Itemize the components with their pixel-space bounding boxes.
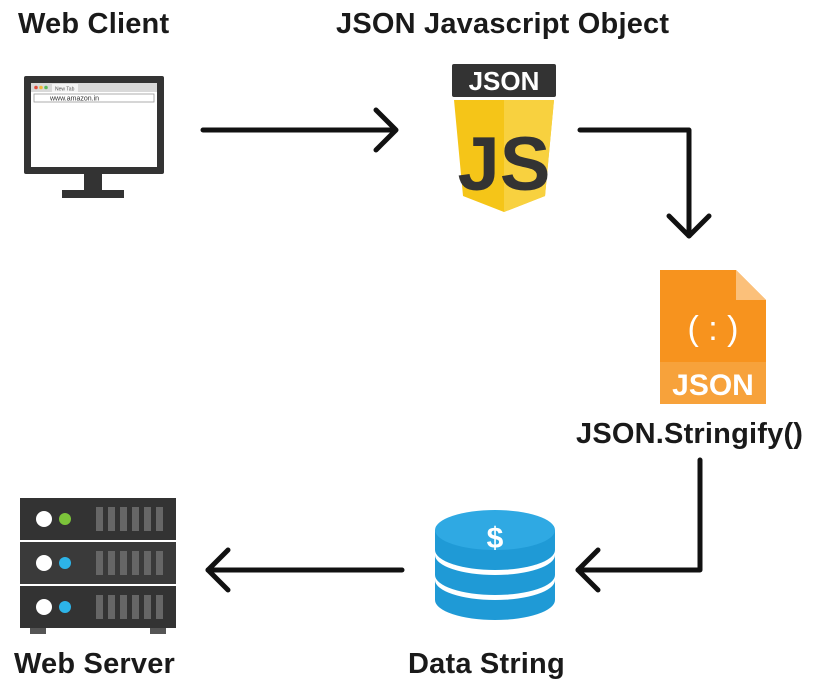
json-object-label: JSON Javascript Object: [336, 8, 670, 40]
json-file-icon: ( : ) JSON: [660, 270, 766, 404]
web-client-label: Web Client: [18, 8, 170, 40]
tab-text: New Tab: [55, 87, 75, 93]
json-javascript-icon: JSON JS: [452, 64, 556, 212]
js-logo-text: JS: [458, 122, 551, 207]
arrow-stringify-to-datastring: [575, 457, 703, 593]
arrow-json-to-stringify: [577, 127, 712, 239]
arrow-datastring-to-server: [205, 547, 405, 593]
file-glyph-text: ( : ): [688, 310, 739, 348]
monitor-icon: New Tab www.amazon.in: [24, 76, 164, 198]
server-rack-icon: [20, 498, 176, 634]
json-badge-text: JSON: [469, 66, 540, 96]
web-server-label: Web Server: [14, 648, 176, 680]
stringify-label: JSON.Stringify(): [576, 418, 804, 450]
database-icon: $: [435, 510, 555, 620]
arrow-client-to-json: [200, 107, 399, 153]
file-json-text: JSON: [672, 369, 754, 402]
data-string-label: Data String: [408, 648, 565, 680]
dollar-glyph: $: [487, 522, 504, 555]
url-text: www.amazon.in: [49, 96, 99, 103]
